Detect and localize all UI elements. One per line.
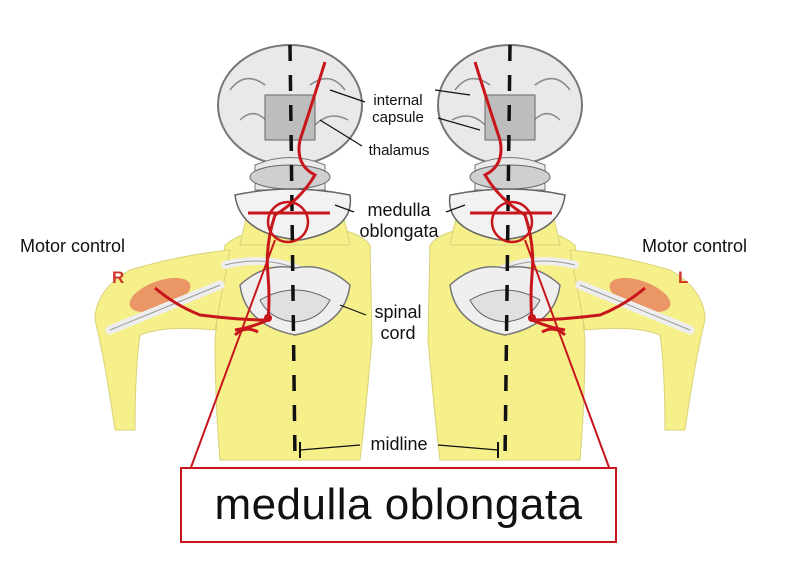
medulla-line2: oblongata bbox=[359, 220, 439, 241]
midline-bracket bbox=[299, 442, 499, 458]
left-medulla bbox=[234, 188, 352, 241]
spinal-cord-label: spinal cord bbox=[362, 302, 434, 343]
left-muscle bbox=[129, 277, 191, 313]
internal-capsule-line2: capsule bbox=[372, 109, 424, 127]
caption-text: medulla oblongata bbox=[214, 480, 583, 529]
motor-control-left-label: Motor control bbox=[20, 236, 126, 256]
spinal-cord-line2: cord bbox=[380, 322, 416, 343]
caption-box: medulla oblongata bbox=[180, 467, 617, 543]
motor-control-right-label: Motor control bbox=[642, 236, 748, 256]
midline-label: midline bbox=[370, 434, 428, 454]
internal-capsule-label: internal capsule bbox=[362, 92, 434, 127]
thalamus-label: thalamus bbox=[368, 142, 430, 159]
side-left-marker: L bbox=[678, 268, 689, 287]
left-midline-dash bbox=[288, 44, 297, 461]
left-medulla-circle bbox=[266, 200, 310, 244]
internal-capsule-line1: internal bbox=[373, 92, 423, 109]
side-right-marker: R bbox=[112, 268, 125, 287]
medulla-line1: medulla bbox=[367, 200, 431, 220]
spinal-cord-line1: spinal bbox=[374, 302, 422, 322]
right-figure bbox=[427, 44, 706, 471]
left-figure bbox=[94, 44, 373, 471]
medulla-label: medulla oblongata bbox=[345, 200, 453, 241]
